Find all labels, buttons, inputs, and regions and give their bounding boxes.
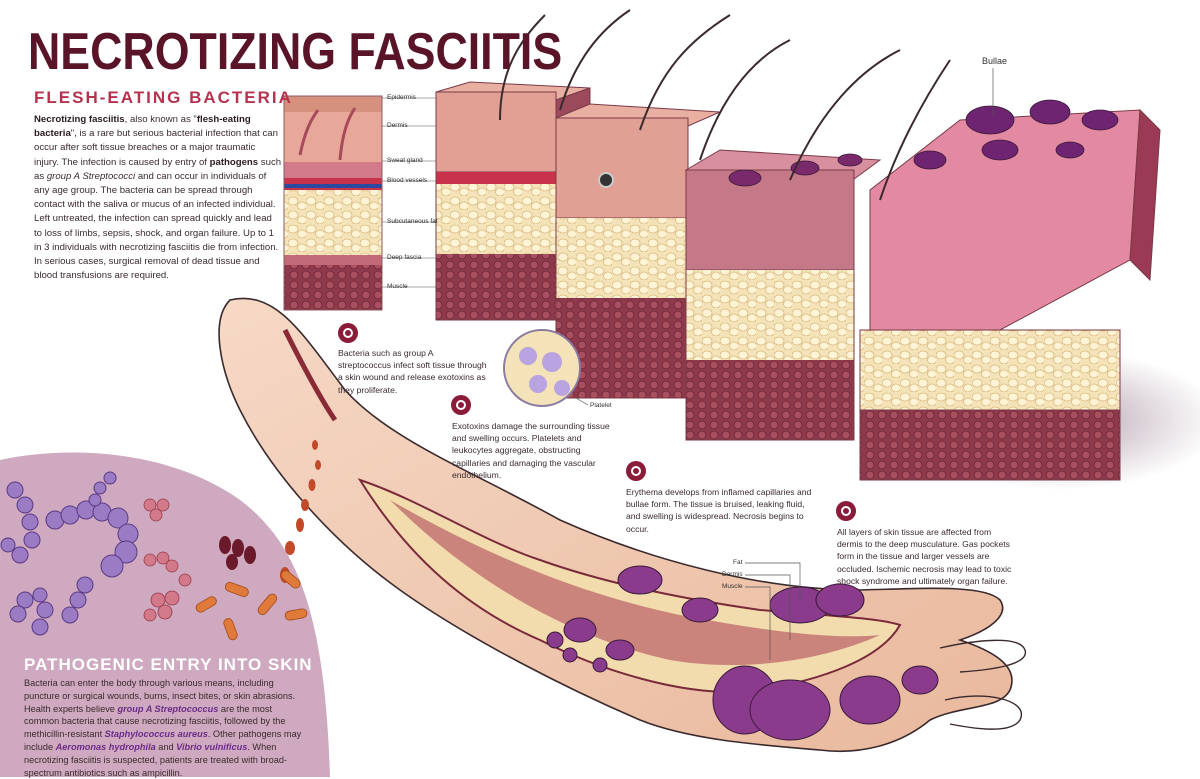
step-4-text: All layers of skin tissue are affected f… — [837, 527, 1012, 586]
arm-bullae — [546, 565, 939, 741]
pathogen-strep: group A Streptococcus — [117, 703, 219, 714]
arm-wound-flesh — [390, 500, 880, 666]
platelet-magnifier — [503, 329, 589, 407]
intro-term: Necrotizing fasciitis — [34, 114, 125, 125]
bacteria-rods — [195, 570, 308, 641]
label-dermis: Dermis — [387, 122, 408, 129]
hairs — [499, 9, 951, 201]
entry-cut — [282, 328, 338, 422]
entry-section-title: PATHOGENIC ENTRY INTO SKIN — [24, 655, 313, 674]
label-epidermis: Epidermis — [387, 94, 416, 101]
hand-leaders — [745, 562, 801, 660]
label-subcutaneous-fat: Subcutaneous fat — [387, 218, 438, 225]
page-subtitle: FLESH-EATING BACTERIA — [34, 88, 293, 107]
page-title: NECROTIZING FASCIITIS — [28, 23, 563, 81]
step-1-icon — [338, 323, 358, 343]
step-3-icon — [626, 461, 646, 481]
pathogen-vibrio: Vibrio vulnificus — [176, 741, 248, 752]
bacteria-chains — [0, 471, 139, 636]
layer-key — [283, 95, 440, 311]
pathogen-staph: Staphylococcus aureus — [104, 729, 208, 740]
step-4-icon — [836, 501, 856, 521]
label-muscle: Muscle — [387, 283, 408, 290]
label-bullae: Bullae — [982, 56, 1008, 66]
intro-paragraph: Necrotizing fasciitis, also known as "fl… — [34, 114, 282, 282]
step-2-icon — [451, 395, 471, 415]
bacteria-dark — [219, 536, 256, 570]
hand-label-muscle: Muscle — [722, 583, 743, 590]
tissue-block-4 — [859, 99, 1161, 481]
label-sweat-gland: Sweat gland — [387, 157, 423, 164]
label-deep-fascia: Deep fascia — [387, 254, 422, 261]
bacteria-cocci — [143, 498, 192, 622]
step-3-text: Erythema develops from inflamed capillar… — [626, 487, 812, 534]
tissue-block-3 — [684, 149, 882, 441]
hand-label-fat: Fat — [733, 559, 743, 566]
step-2-text: Exotoxins damage the surrounding tissue … — [452, 421, 610, 480]
step-1-text: Bacteria such as group A streptococcus i… — [338, 348, 487, 395]
entry-section-text: Bacteria can enter the body through vari… — [24, 678, 302, 778]
fingers — [939, 639, 1026, 730]
label-platelet: Platelet — [590, 402, 612, 409]
hand-label-dermis: Dermis — [722, 571, 743, 578]
pathogen-aeromonas: Aeromonas hydrophila — [55, 741, 156, 752]
label-blood-vessels: Blood vessels — [387, 177, 428, 184]
